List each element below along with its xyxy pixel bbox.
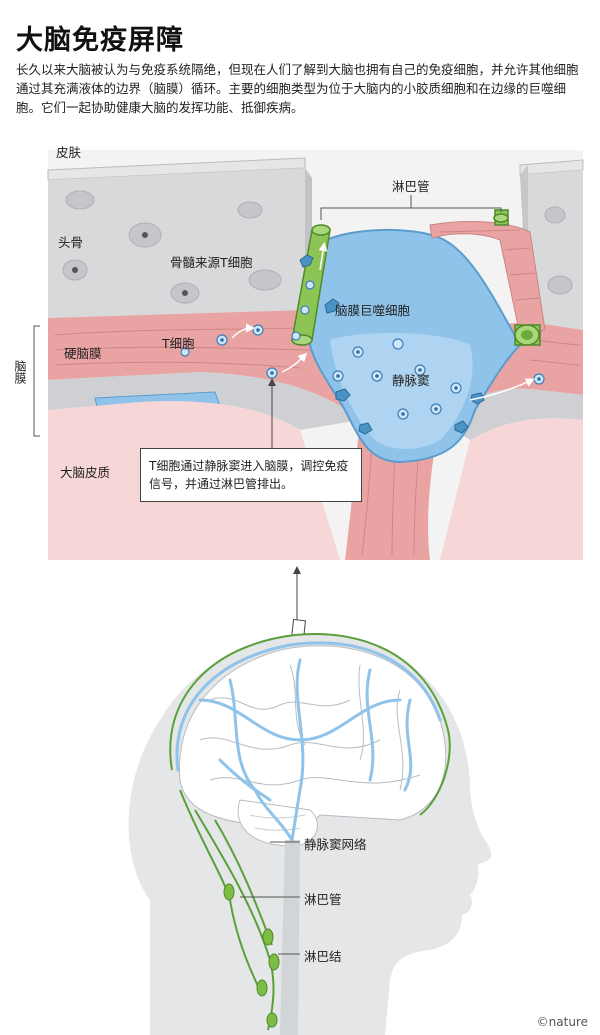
flow-arrows — [231, 242, 535, 401]
label-bone-marrow-t-cell: 骨髓来源T细胞 — [170, 255, 253, 270]
sinus-lumen — [330, 333, 473, 449]
page-title: 大脑免疫屏障 — [16, 25, 184, 56]
lymph-wall-fibers — [439, 229, 541, 301]
label-skull: 头骨 — [58, 235, 84, 250]
bone-pores — [62, 190, 573, 304]
cell-nuclei — [220, 328, 541, 416]
macrophages — [299, 254, 485, 435]
cortex-right — [440, 418, 583, 560]
label-lymph-vessel: 淋巴管 — [392, 179, 430, 194]
label-meningeal-macrophage: 脑膜巨噬细胞 — [335, 303, 411, 318]
label-dura: 硬脑膜 — [64, 346, 102, 361]
lymph-nodes — [223, 883, 280, 1028]
callout-box: T细胞通过静脉窦进入脑膜，调控免疫信号，并通过淋巴管排出。 — [140, 448, 362, 502]
meninges-bracket — [33, 325, 40, 437]
head-leaders — [240, 841, 300, 955]
label-sinus-network: 静脉窦网络 — [304, 837, 367, 852]
label-meninges: 脑膜 — [13, 360, 27, 384]
brainstem — [280, 840, 300, 1035]
intro-paragraph: 长久以来大脑被认为与免疫系统隔绝，但现在人们了解到大脑也拥有自己的免疫细胞，并允… — [16, 62, 579, 115]
bone-marrow-dots — [72, 232, 188, 296]
label-cortex: 大脑皮质 — [60, 465, 111, 480]
lymph-wall — [429, 220, 546, 336]
label-skin: 皮肤 — [56, 145, 82, 160]
credit: ©nature — [536, 1015, 588, 1029]
label-t-cell: T细胞 — [162, 336, 195, 351]
label-venous-sinus: 静脉窦 — [392, 373, 430, 388]
sinus-network — [175, 641, 442, 842]
label-lymph-node: 淋巴结 — [304, 949, 342, 964]
label-head-lymph-vessel: 淋巴管 — [304, 892, 342, 907]
